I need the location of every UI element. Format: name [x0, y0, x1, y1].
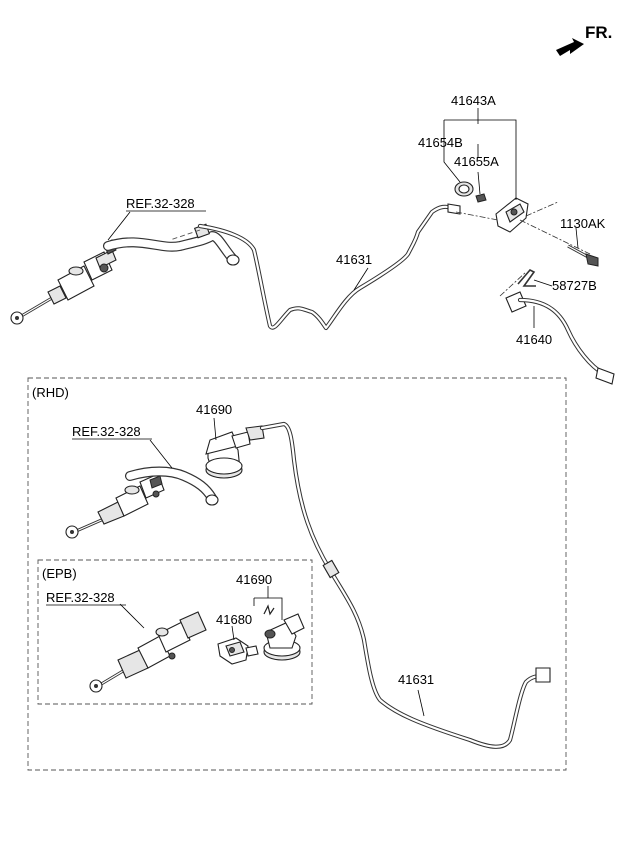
callouts-epb: 41690 41680 REF.32-328 [46, 572, 283, 641]
reservoir-hose-rhd [125, 466, 219, 506]
label-41655A: 41655A [454, 154, 499, 169]
label-41654B: 41654B [418, 135, 463, 150]
callouts-top: 41643A 41654B 41655A 1130AK 58727B 41640… [107, 93, 606, 347]
label-41631-top: 41631 [336, 252, 372, 267]
epb-section-label: (EPB) [42, 566, 77, 581]
adaptor-41680-epb [217, 637, 259, 665]
rhd-section-label: (RHD) [32, 385, 69, 400]
label-58727B: 58727B [552, 278, 597, 293]
clutch-tube-rhd [259, 421, 551, 749]
arrow-icon [556, 38, 584, 56]
label-41690-epb: 41690 [236, 572, 272, 587]
rhd-section: (RHD) [27, 377, 567, 771]
fr-label: FR. [585, 23, 612, 42]
master-cylinder-rhd [65, 473, 165, 539]
label-1130AK: 1130AK [560, 216, 606, 231]
label-41640: 41640 [516, 332, 552, 347]
callouts-rhd: 41690 REF.32-328 41631 [72, 402, 434, 717]
fitting-41690-epb [263, 604, 305, 661]
clutch-tube-top [197, 203, 461, 331]
label-41631-rhd: 41631 [398, 672, 434, 687]
fitting-41690-rhd [205, 425, 265, 479]
ref-label-top: REF.32-328 [126, 196, 195, 211]
clutch-hose-41640 [505, 291, 615, 385]
top-assembly: 41643A 41654B 41655A 1130AK 58727B 41640… [10, 93, 615, 385]
bolt-1130AK [567, 244, 599, 267]
label-41643A: 41643A [451, 93, 496, 108]
master-cylinder-top [10, 239, 117, 325]
ref-label-epb: REF.32-328 [46, 590, 115, 605]
ref-label-rhd: REF.32-328 [72, 424, 141, 439]
label-41680: 41680 [216, 612, 252, 627]
master-cylinder-epb [89, 611, 207, 693]
epb-section: (EPB) [37, 559, 313, 705]
front-direction-indicator: FR. [556, 23, 612, 56]
bracket-assembly-top [454, 181, 591, 297]
reservoir-hose-top [103, 223, 240, 266]
label-41690-rhd: 41690 [196, 402, 232, 417]
clip-58727B [517, 269, 536, 287]
